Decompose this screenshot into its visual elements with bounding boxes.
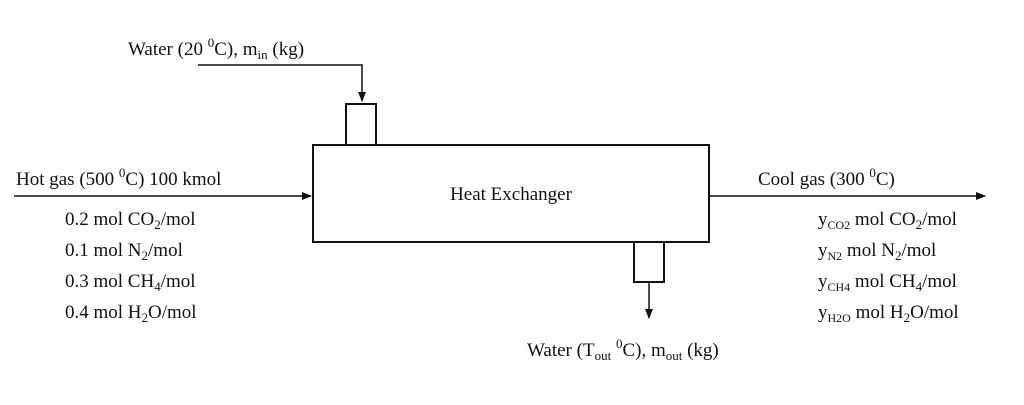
cool-gas-composition: yCO2 mol CO2/mol yN2 mol N2/mol yCH4 mol… <box>818 209 959 325</box>
hot-gas-label: Hot gas (500 0C) 100 kmol <box>16 165 221 190</box>
hot-gas-component: 0.1 mol N2/mol <box>65 240 183 263</box>
water-outlet-label: Water (Tout 0C), mout (kg) <box>527 336 719 363</box>
hot-gas-component: 0.4 mol H2O/mol <box>65 302 197 325</box>
water-inlet-stream <box>198 64 366 102</box>
water-inlet-label: Water (20 0C), min (kg) <box>128 35 304 62</box>
hot-gas-component: 0.2 mol CO2/mol <box>65 209 196 232</box>
water-inlet-nozzle <box>345 103 377 146</box>
cool-gas-component: yH2O mol H2O/mol <box>818 302 959 325</box>
cool-gas-label: Cool gas (300 0C) <box>758 165 895 190</box>
heat-exchanger-label: Heat Exchanger <box>450 184 573 205</box>
heat-exchanger-box <box>312 144 710 243</box>
cool-gas-component: yN2 mol N2/mol <box>818 240 936 263</box>
hot-gas-composition: 0.2 mol CO2/mol 0.1 mol N2/mol 0.3 mol C… <box>65 209 197 325</box>
cool-gas-component: yCO2 mol CO2/mol <box>818 209 957 232</box>
water-outlet-nozzle <box>633 241 665 283</box>
cool-gas-component: yCH4 mol CH4/mol <box>818 271 957 294</box>
hot-gas-component: 0.3 mol CH4/mol <box>65 271 196 294</box>
